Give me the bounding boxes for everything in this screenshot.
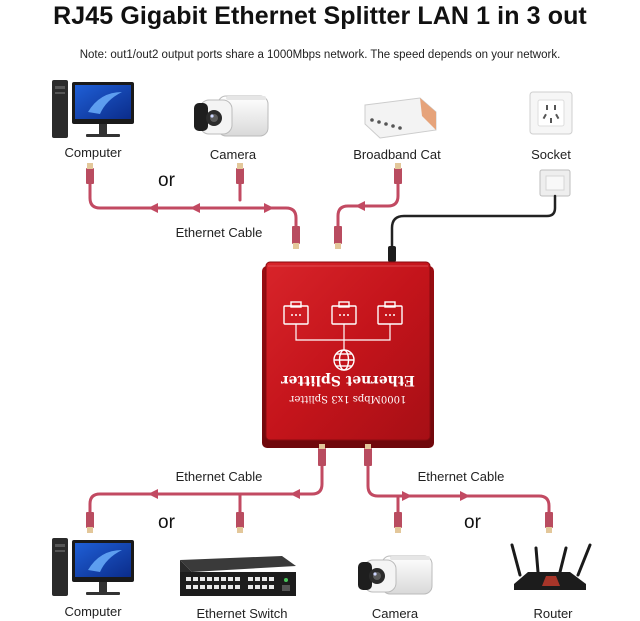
broadband-cat-icon [364,97,437,139]
ethernet-switch-icon [180,556,296,596]
bottom-arrows [148,489,470,501]
socket-icon [529,91,573,135]
label-ethernet-cable-bottom-right: Ethernet Cable [417,469,505,484]
label-socket: Socket [531,147,571,162]
computer-icon [52,80,134,138]
splitter-spec-text: 1000Mbps 1x3 Splitter [289,393,406,404]
splitter-name-text: Ethernet Splitter [280,372,414,388]
label-computer-top: Computer [64,145,122,160]
globe-icon [333,349,355,371]
port-connector-lines [295,324,391,350]
router-icon [510,543,592,590]
page-title: RJ45 Gigabit Ethernet Splitter LAN 1 in … [53,2,587,30]
label-camera-bottom: Camera [371,606,419,621]
computer-icon [52,538,134,596]
label-camera-top: Camera [209,147,257,162]
top-plugs [86,163,402,262]
ethernet-splitter-box: 1000Mbps 1x3 Splitter Ethernet Splitter [262,261,434,448]
or-text-top: or [158,170,175,191]
label-ethernet-switch: Ethernet Switch [196,606,288,621]
label-router: Router [533,606,573,621]
or-text-bottom-left: or [158,512,175,533]
label-ethernet-cable-bottom-left: Ethernet Cable [175,469,263,484]
label-broadband-cat: Broadband Cat [353,147,441,162]
label-ethernet-cable-top: Ethernet Cable [175,225,263,240]
camera-icon [194,95,269,137]
bottom-plugs [86,444,553,533]
bottom-cables [88,464,551,514]
or-text-bottom-right: or [464,512,481,533]
camera-icon [358,555,433,595]
top-arrows [148,201,365,213]
note-text: Note: out1/out2 output ports share a 100… [79,49,561,61]
label-computer-bottom: Computer [64,604,122,619]
power-adapter-icon [539,169,571,197]
